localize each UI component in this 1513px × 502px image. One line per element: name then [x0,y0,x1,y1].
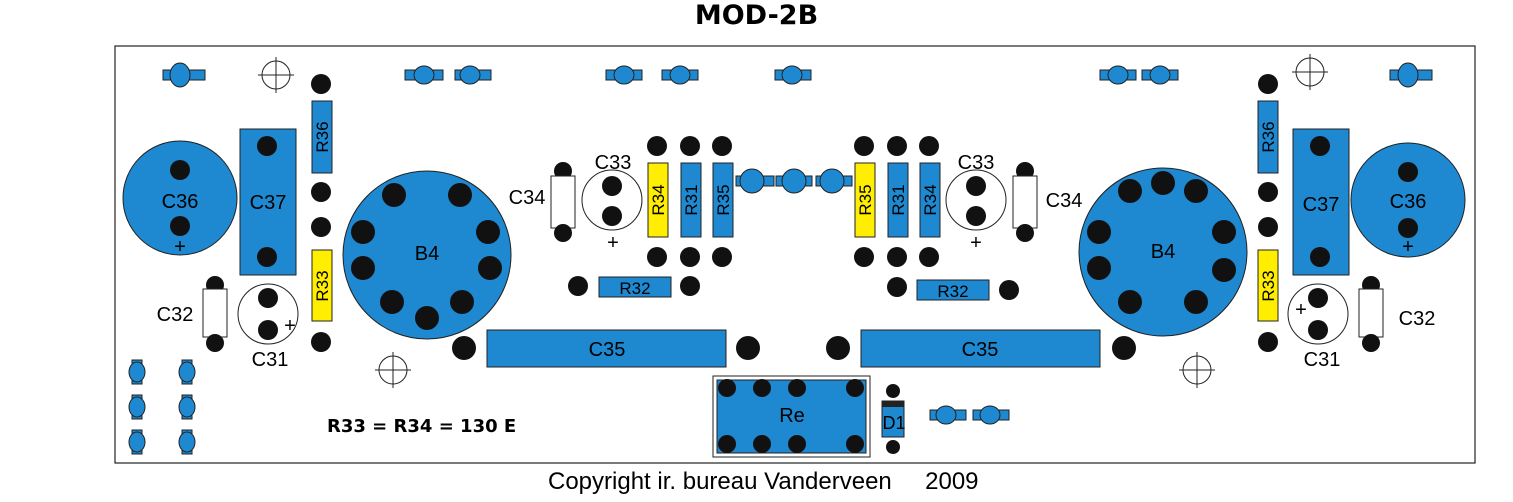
resistor-r33-right: R33 [1257,249,1279,322]
jumper-pad [178,429,196,455]
label-c33: C33 [958,152,995,174]
jumper-pad [404,65,444,85]
label-r34: R34 [649,184,668,215]
polarity-plus: + [284,315,296,337]
jumper-pad [735,168,775,194]
mounting-hole-icon [1292,54,1328,90]
resistor-r35-right: R35 [854,162,876,238]
diode-d1: D1 [881,384,906,454]
capacitor-c37-left: C37 [239,128,297,276]
resistor-r31-left: R31 [680,162,702,238]
jumper-pad [972,405,1010,425]
label-r36: R36 [1259,121,1278,152]
copyright-text: Copyright ir. bureau Vanderveen [548,468,892,495]
label-c32: C32 [157,304,194,326]
capacitor-c35-left: C35 [486,329,727,368]
resistor-r32-left: R32 [598,276,672,298]
resistor-r36-right: R36 [1257,100,1279,174]
label-re: Re [779,405,805,427]
capacitor-c33-left: C33 + [581,152,643,254]
capacitor-c35-right: C35 [860,329,1101,368]
label-r35: R35 [856,184,875,215]
jumper-pad [774,65,812,85]
jumper-pad [128,429,146,455]
tube-socket-b4-left: B4 [342,170,512,340]
label-c36: C36 [1390,191,1427,213]
resistor-r35-left: R35 [712,162,734,238]
copyright-footer: Copyright ir. bureau Vanderveen 2009 [548,468,979,496]
board-outline [114,45,1476,464]
capacitor-c31-right: + C31 [1287,283,1349,371]
label-c31: C31 [252,349,289,371]
jumper-pad [1141,65,1179,85]
jumper-pad [605,65,643,85]
polarity-plus: + [1295,299,1307,321]
mounting-hole-icon [375,352,411,388]
copyright-year: 2009 [925,468,979,495]
label-b4: B4 [1151,241,1175,263]
resistor-r34-left: R34 [647,162,669,238]
label-c37: C37 [1303,194,1340,216]
resistor-r32-right: R32 [916,279,990,301]
capacitor-c34-right: C34 [1012,162,1083,242]
capacitor-c37-right: C37 [1292,128,1350,276]
label-c36: C36 [162,191,199,213]
jumper-pad [178,394,196,420]
label-d1: D1 [882,413,905,433]
polarity-plus: + [607,232,619,254]
resistor-r34-right: R34 [919,162,941,238]
label-r31: R31 [889,184,908,215]
resistor-value-note: R33 = R34 = 130 E [327,416,517,437]
label-r33: R33 [313,270,332,301]
polarity-plus: + [1402,236,1414,258]
label-c34: C34 [1046,190,1083,212]
capacitor-c31-left: + C31 [237,283,299,371]
jumper-pad [162,62,206,88]
label-r32: R32 [619,279,650,298]
capacitor-c32-right: C32 [1358,276,1436,352]
jumper-pad [128,394,146,420]
label-c37: C37 [250,192,287,214]
capacitor-c33-right: C33 + [945,152,1007,254]
capacitor-c36-right: C36 + [1350,142,1466,258]
label-b4: B4 [415,243,439,265]
label-r36: R36 [313,121,332,152]
label-r32: R32 [937,282,968,301]
capacitor-c32-left: C32 [157,276,228,352]
resistor-r31-right: R31 [887,162,909,238]
jumper-pad [454,65,492,85]
mounting-hole-icon [258,57,294,93]
tube-socket-b4-right: B4 [1078,167,1248,337]
relay-re: Re [712,375,871,458]
polarity-plus: + [174,236,186,258]
mounting-hole-icon [1179,352,1215,388]
label-c35: C35 [589,339,626,361]
label-c34: C34 [509,187,546,209]
label-c31: C31 [1304,349,1341,371]
label-r34: R34 [921,184,940,215]
jumper-pad [128,359,146,385]
page-title: MOD-2B [694,0,819,31]
capacitor-c34-left: C34 [509,162,576,242]
label-c32: C32 [1399,308,1436,330]
label-r33: R33 [1259,270,1278,301]
jumper-pad [661,65,699,85]
label-r31: R31 [682,184,701,215]
jumper-pad [775,168,813,194]
label-r35: R35 [714,184,733,215]
jumper-pad [1099,65,1137,85]
jumper-pad [815,168,853,194]
capacitor-c36-left: C36 + [122,140,238,258]
jumper-pad [178,359,196,385]
label-c35: C35 [962,339,999,361]
polarity-plus: + [970,232,982,254]
label-c33: C33 [595,152,632,174]
resistor-r36-left: R36 [311,100,333,174]
jumper-pad [1389,62,1433,88]
jumper-pad [929,405,967,425]
resistor-r33-left: R33 [311,249,333,322]
